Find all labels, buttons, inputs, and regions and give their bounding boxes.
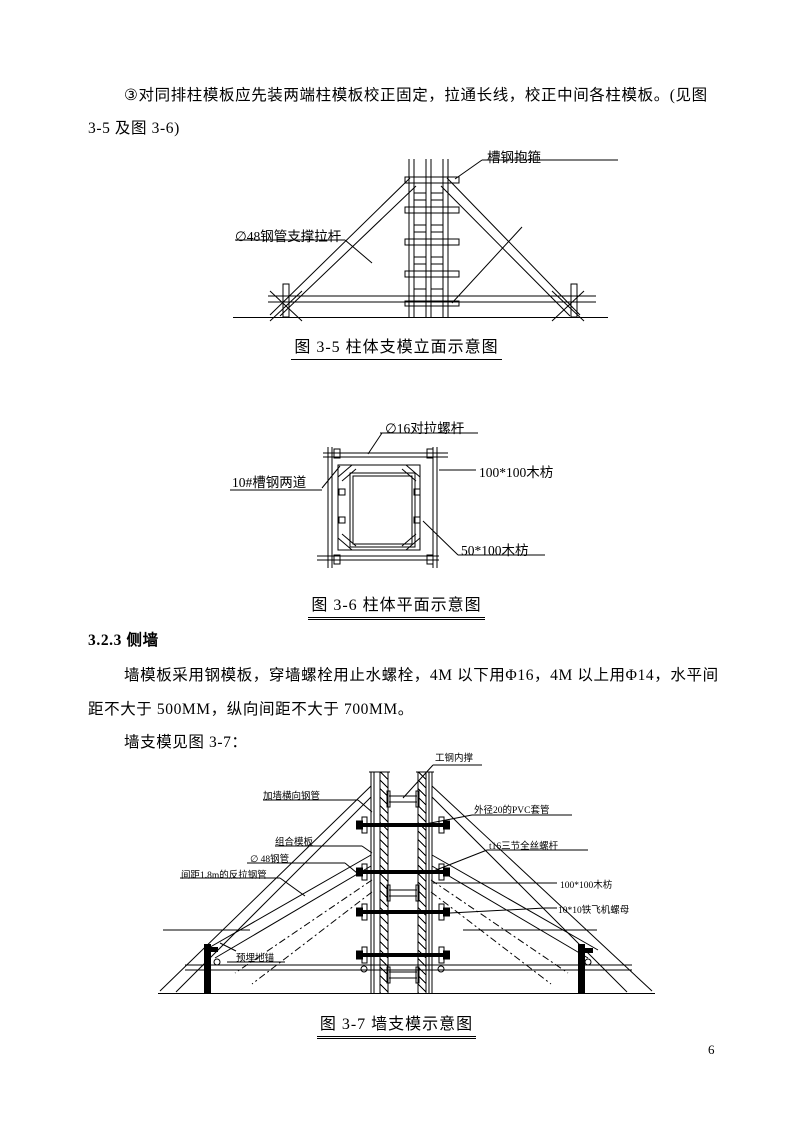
label-timber-50: 50*100木枋	[461, 543, 529, 558]
raking-braces	[159, 785, 653, 993]
label-counter-pull-pipe: 间距1.8m的反拉钢管	[181, 871, 267, 881]
bottom-rail-and-posts	[233, 283, 608, 318]
label-inner-brace: 工钢内撑	[435, 754, 474, 764]
label-full-thread-screw: t16三节全丝螺杆	[489, 842, 559, 852]
panel-hatch-right	[418, 772, 426, 993]
page-number: 6	[708, 1042, 715, 1057]
label-channel-steel: 10#槽钢两道	[232, 475, 307, 490]
formwork-frame	[337, 464, 421, 551]
label-timber-100: 100*100木枋	[479, 465, 554, 480]
figure-3-7-drawing	[158, 764, 655, 994]
section-line-2: 距不大于 500MM，纵向间距不大于 700MM。	[88, 701, 414, 718]
label-tie-bolt: ∅16对拉螺杆	[385, 421, 465, 436]
channel-hoops	[404, 176, 460, 307]
section-line-1: 墙模板采用钢模板，穿墙螺栓用止水螺栓，4M 以下用Φ16，4M 以上用Φ14，水…	[124, 667, 719, 684]
label-pvc-sleeve: 外径20的PVC套管	[474, 806, 550, 816]
section-line-3: 墙支模见图 3-7：	[124, 734, 248, 751]
figure-3-5-drawing	[233, 159, 618, 322]
label-channel-hoop: 槽钢抱箍	[487, 150, 541, 165]
figure-3-7-caption: 图 3-7 墙支模示意图	[0, 1010, 793, 1039]
intro-line-1: ③对同排柱模板应先装两端柱模板校正固定，拉通长线，校正中间各柱模板。(见图	[124, 87, 708, 104]
section-heading: 3.2.3 侧墙	[88, 632, 159, 649]
tie-bolts	[356, 816, 450, 964]
label-composite-form: 组合模板	[275, 838, 314, 848]
figure-3-5-caption: 图 3-5 柱体支模立面示意图	[0, 333, 793, 360]
leader-lines	[235, 159, 618, 264]
label-ground-anchor: 预埋地锚	[236, 954, 275, 964]
label-timber-100: 100*100木枋	[560, 881, 613, 891]
label-transverse-pipe: 加墙横向钢管	[263, 792, 321, 802]
panel-hatch-left	[380, 772, 388, 993]
ground-rails-and-anchors	[158, 929, 655, 994]
label-wing-nut: 10*10铁飞机螺母	[558, 906, 630, 916]
column-strips	[408, 159, 449, 317]
figure-3-6-drawing	[230, 432, 545, 568]
figure-3-6-caption: 图 3-6 柱体平面示意图	[0, 591, 793, 620]
label-pipe-brace: ∅48钢管支撑拉杆	[235, 229, 342, 244]
channel-grid	[317, 447, 448, 568]
leader-lines	[230, 432, 545, 556]
intro-line-2: 3-5 及图 3-6)	[88, 120, 180, 137]
label-pipe-48: ∅ 48钢管	[250, 855, 290, 865]
pipe-braces	[269, 177, 585, 322]
